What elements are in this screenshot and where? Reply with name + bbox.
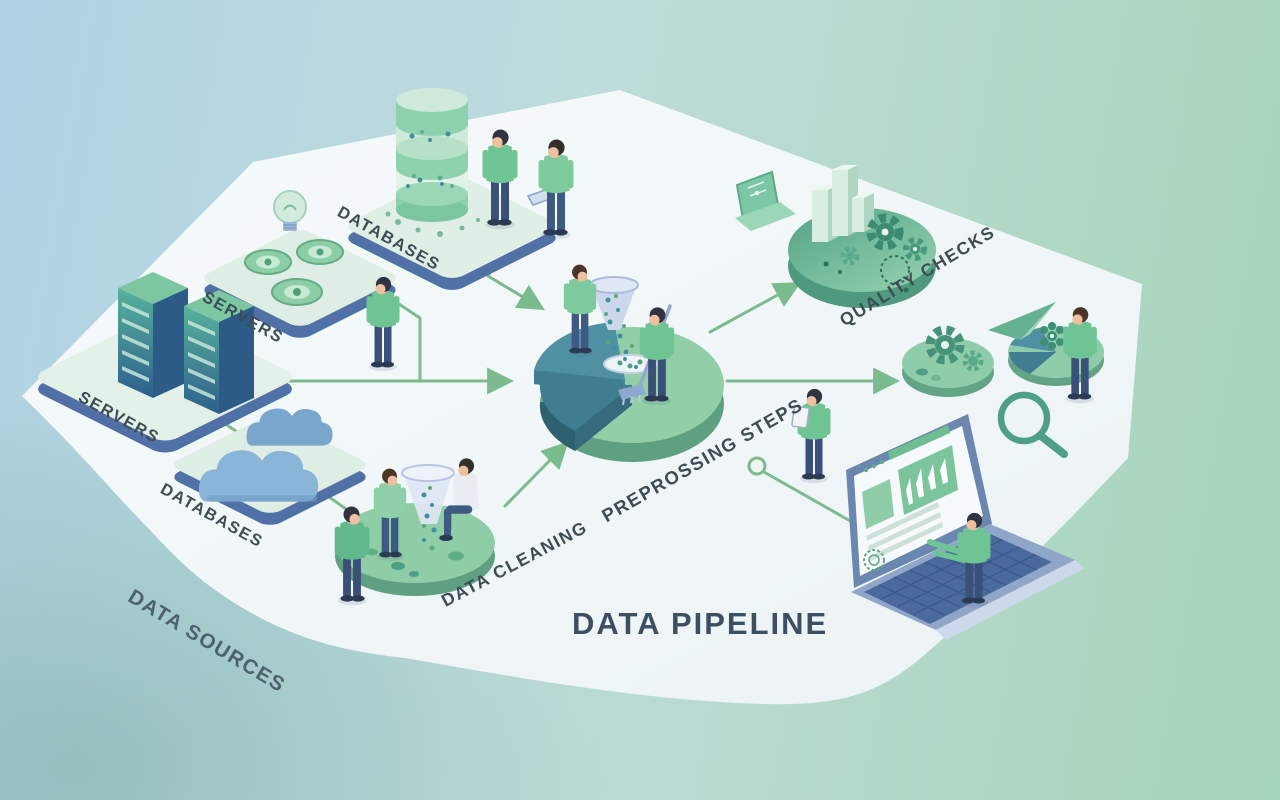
server-rack-icon	[118, 272, 254, 414]
quality-checks-node	[788, 165, 936, 308]
cloud-icon	[198, 408, 333, 502]
clipboard-man	[791, 388, 831, 483]
flower-gear-icon	[1040, 322, 1064, 350]
connector-cleaning-to-pie	[503, 441, 569, 508]
light-bulb-icon	[273, 190, 307, 231]
circuit-disc-icon	[244, 239, 344, 306]
gears-icon	[823, 213, 927, 293]
servers-racks-node	[38, 272, 292, 453]
databases-clouds-node	[174, 408, 366, 525]
connector-pie-to-quality	[708, 282, 802, 334]
connector-node-to-laptop	[762, 470, 854, 524]
connector-node-circle	[747, 456, 767, 476]
mini-laptop-icon	[735, 170, 796, 231]
paper-plane-icon	[988, 302, 1056, 340]
connector-board-branch	[397, 302, 422, 383]
magnifying-glass-icon	[997, 391, 1068, 458]
clipboard-icon	[791, 405, 810, 429]
bar-columns-icon	[812, 165, 874, 242]
preprocessing-pie-node	[534, 264, 724, 462]
dashboard-content	[862, 425, 958, 571]
data-cleaning-node	[334, 458, 495, 606]
cleaning-funnel-icon	[401, 464, 455, 551]
dashboard-laptop-node	[846, 414, 1085, 640]
databases-top-node	[348, 88, 574, 290]
page-title: DATA PIPELINE	[572, 606, 829, 641]
gear-disc-node	[902, 325, 994, 397]
database-stack-icon	[385, 88, 480, 237]
